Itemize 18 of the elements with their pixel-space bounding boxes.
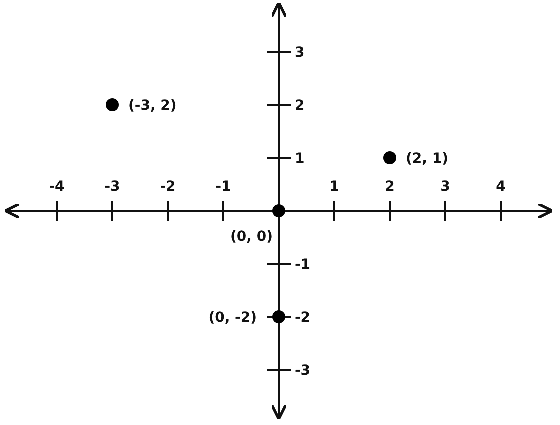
tick-label: 3: [440, 179, 450, 195]
point-label: (-3, 2): [128, 98, 177, 114]
tick-label: -2: [160, 179, 176, 195]
tick-label: 2: [295, 98, 305, 114]
point-label: (2, 1): [406, 151, 448, 167]
tick-label: -1: [216, 179, 232, 195]
tick-label: -4: [49, 179, 65, 195]
tick-label: -3: [104, 179, 120, 195]
tick-label: 2: [385, 179, 395, 195]
tick-label: -3: [295, 363, 311, 379]
tick-label: 3: [295, 45, 305, 61]
tick-label: 1: [295, 151, 305, 167]
point-label: (0, 0): [230, 229, 273, 245]
tick-label: 4: [496, 179, 506, 195]
tick-label: 1: [330, 179, 340, 195]
tick-label: -1: [295, 257, 311, 273]
point-label: (0, -2): [208, 310, 257, 326]
tick-label: -2: [295, 310, 311, 326]
